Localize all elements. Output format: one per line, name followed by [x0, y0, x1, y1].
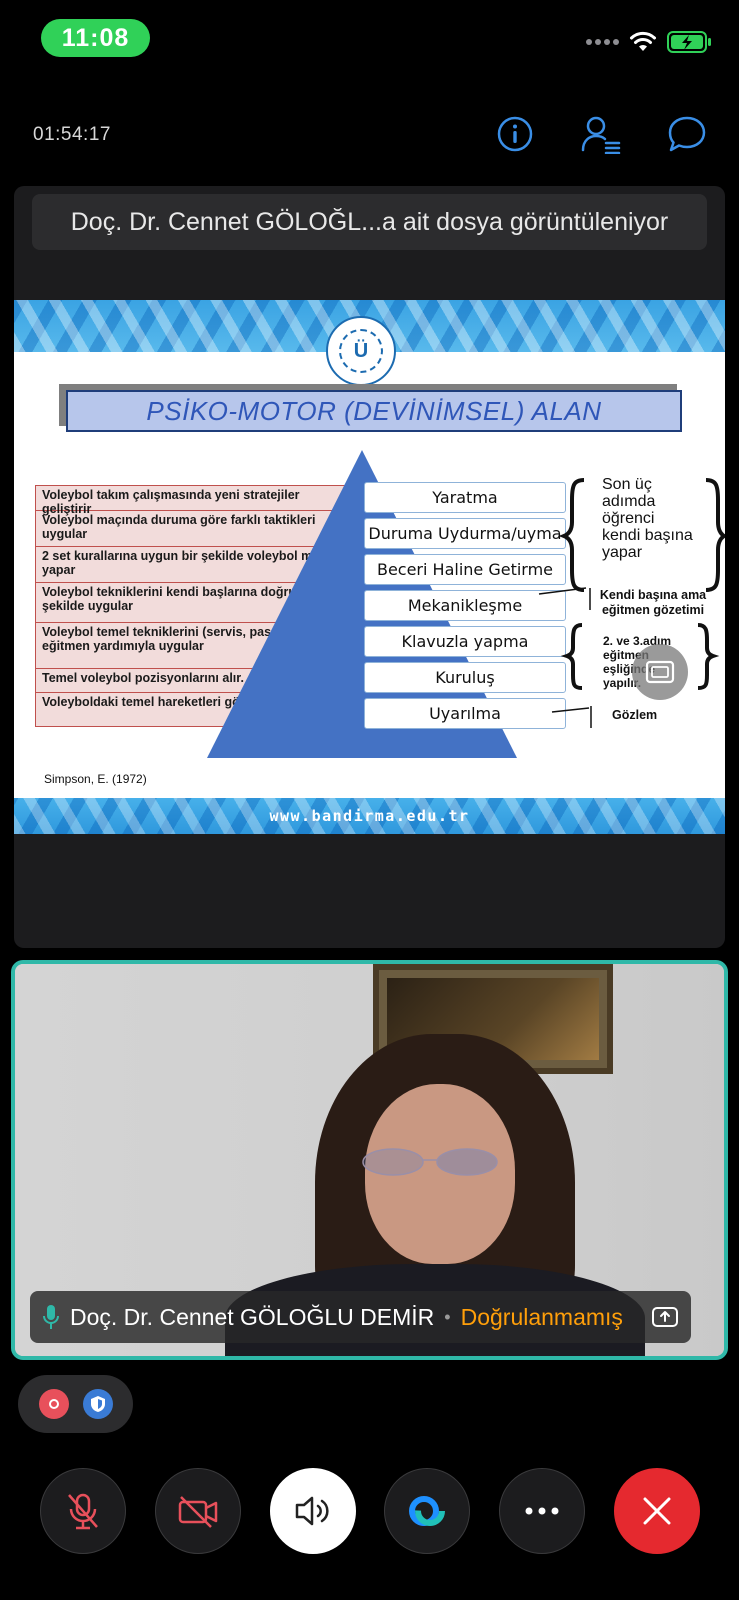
slide-citation: Simpson, E. (1972) [44, 772, 147, 786]
participant-name: Doç. Dr. Cennet GÖLOĞLU DEMİR [70, 1303, 435, 1330]
taxonomy-step: Duruma Uydurma/uyma [364, 518, 566, 549]
status-icons [586, 30, 713, 54]
webex-button[interactable] [384, 1468, 471, 1554]
cellular-signal-icon [586, 39, 619, 45]
list-item: Voleybol maçında duruma göre farklı takt… [36, 510, 349, 546]
unverified-status: Doğrulanmamış [460, 1303, 623, 1330]
speaker-glasses [362, 1148, 498, 1176]
taxonomy-step: Yaratma [364, 482, 566, 513]
recording-icon [38, 1389, 69, 1419]
participants-icon[interactable] [579, 112, 623, 156]
shield-icon [82, 1389, 113, 1419]
taxonomy-steps: Yaratma Duruma Uydurma/uyma Beceri Halin… [364, 482, 566, 734]
meeting-top-actions [493, 112, 709, 156]
note-observation: Gözlem [612, 708, 658, 722]
note-last-three-steps: Son üç adımda öğrenci kendi başına yapar [602, 476, 693, 561]
more-dots-icon [525, 1507, 559, 1515]
annotation-braces [538, 478, 725, 728]
speaker-face [365, 1084, 515, 1264]
share-out-icon[interactable] [651, 1305, 679, 1329]
status-time: 11:08 [41, 19, 150, 57]
presentation-slide[interactable]: Ü PSİKO-MOTOR (DEVİNİMSEL) ALAN Voleybol… [14, 300, 725, 834]
taxonomy-step: Uyarılma [364, 698, 566, 729]
mute-button[interactable] [40, 1468, 126, 1554]
microphone-icon [43, 1305, 59, 1329]
battery-charging-icon [667, 31, 711, 53]
microphone-muted-icon [68, 1493, 98, 1530]
meeting-duration: 01:54:17 [33, 124, 111, 145]
university-logo: Ü [326, 316, 396, 386]
participant-name-bar: Doç. Dr. Cennet GÖLOĞLU DEMİR • Doğrulan… [30, 1291, 691, 1343]
taxonomy-step: Klavuzla yapma [364, 626, 566, 657]
list-item: Voleybol takım çalışmasında yeni stratej… [36, 486, 349, 516]
speaker-button[interactable] [269, 1468, 356, 1554]
shared-content-panel: Doç. Dr. Cennet GÖLOĞL...a ait dosya gör… [14, 186, 725, 948]
camera-button[interactable] [154, 1468, 241, 1554]
share-banner: Doç. Dr. Cennet GÖLOĞL...a ait dosya gör… [32, 194, 707, 250]
taxonomy-step: Beceri Haline Getirme [364, 554, 566, 585]
picture-in-picture-icon [645, 660, 675, 684]
leave-meeting-button[interactable] [613, 1468, 700, 1554]
list-item: 2 set kurallarına uygun bir şekilde vole… [36, 546, 349, 582]
meeting-status-pill[interactable] [18, 1375, 133, 1433]
speaker-icon [295, 1496, 329, 1526]
info-icon[interactable] [493, 112, 537, 156]
slide-footer-band: www.bandirma.edu.tr [14, 798, 725, 834]
more-options-button[interactable] [499, 1468, 586, 1554]
note-supervision: Kendi başına ama eğitmen gözetimi [599, 588, 707, 617]
chat-icon[interactable] [665, 112, 709, 156]
wifi-icon [630, 31, 656, 51]
picture-in-picture-button[interactable] [632, 644, 688, 700]
close-icon [643, 1497, 671, 1525]
slide-title: PSİKO-MOTOR (DEVİNİMSEL) ALAN [66, 390, 682, 432]
speaker-video-tile[interactable]: Doç. Dr. Cennet GÖLOĞLU DEMİR • Doğrulan… [11, 960, 728, 1360]
taxonomy-step: Mekanikleşme [364, 590, 566, 621]
camera-off-icon [178, 1496, 218, 1528]
webex-icon [409, 1496, 446, 1526]
taxonomy-step: Kuruluş [364, 662, 566, 693]
slide-url: www.bandirma.edu.tr [269, 807, 470, 825]
call-controls [40, 1468, 700, 1554]
name-separator: • [444, 1306, 451, 1327]
